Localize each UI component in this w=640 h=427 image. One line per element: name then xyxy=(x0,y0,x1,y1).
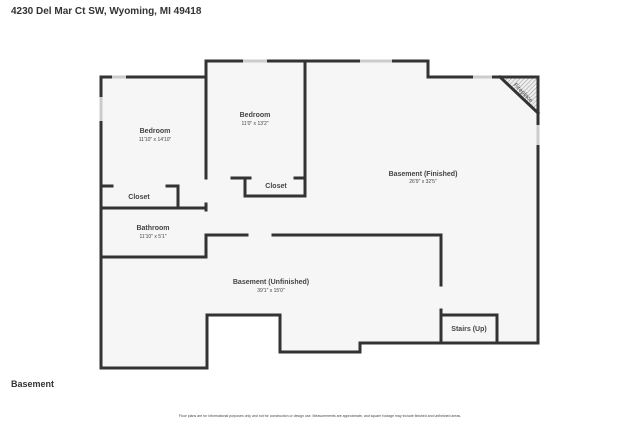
room-name: Closet xyxy=(128,194,150,201)
level-label: Basement xyxy=(11,379,55,389)
room-dims: 11'10" x 14'10" xyxy=(139,137,172,143)
room-name: Basement (Finished) xyxy=(389,171,458,178)
walls xyxy=(99,59,541,370)
room-dims: 11'10" x 5'1" xyxy=(139,234,166,240)
room-dims: 26'9" x 32'5" xyxy=(409,179,437,185)
windows xyxy=(99,59,540,145)
room-name: Bedroom xyxy=(140,128,171,135)
disclaimer: Floor plans are for informational purpos… xyxy=(178,414,462,418)
room-dims: 11'0" x 13'2" xyxy=(241,121,268,127)
room-dims: 39'1" x 15'0" xyxy=(257,288,285,294)
room-name: Stairs (Up) xyxy=(451,326,486,333)
property-address: 4230 Del Mar Ct SW, Wyoming, MI 49418 xyxy=(11,6,202,17)
room-name: Bathroom xyxy=(136,225,169,232)
room-name: Closet xyxy=(265,183,287,190)
room-name: Bedroom xyxy=(240,112,271,119)
floor-area xyxy=(101,61,538,368)
room-name: Basement (Unfinished) xyxy=(233,279,309,286)
